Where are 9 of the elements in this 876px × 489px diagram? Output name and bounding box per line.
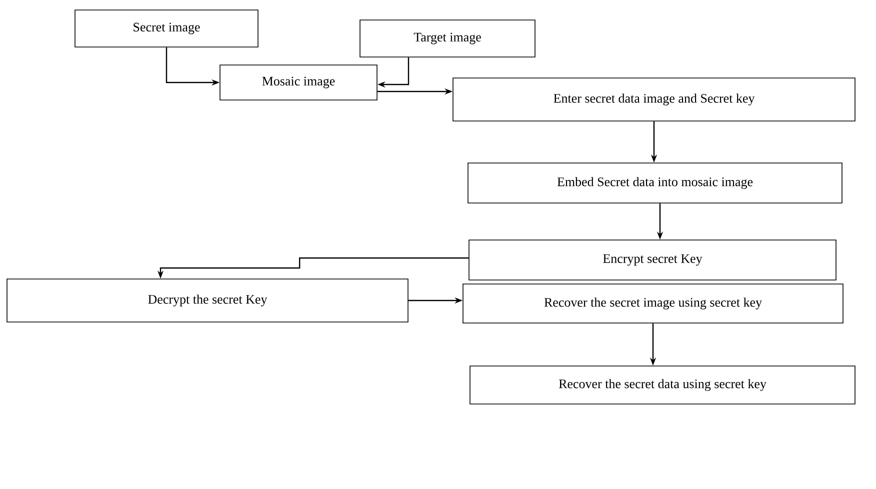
process-box: Secret image (74, 10, 258, 48)
process-box: Decrypt the secret Key (6, 278, 408, 322)
process-box: Target image (360, 20, 536, 58)
process-box: Recover the secret data using secret key (470, 366, 856, 404)
process-box: Encrypt secret Key (468, 240, 836, 280)
process-box: Mosaic image (220, 64, 378, 100)
process-box: Recover the secret image using secret key (462, 284, 844, 324)
process-box: Enter secret data image and Secret key (452, 78, 856, 122)
process-box: Embed Secret data into mosaic image (468, 162, 842, 204)
